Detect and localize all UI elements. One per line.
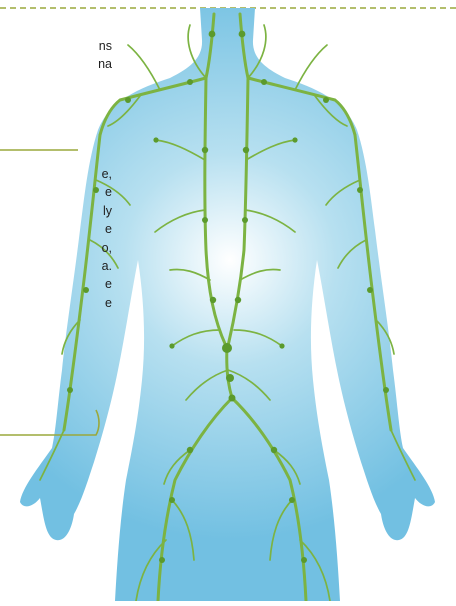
text-line: na (98, 55, 112, 73)
text-line: e (102, 294, 112, 312)
text-line: e, (102, 165, 112, 183)
text-line: a. (102, 257, 112, 275)
text-line: ns (98, 37, 112, 55)
text-fragment-top: ns na (98, 37, 112, 74)
text-line: ly (102, 202, 112, 220)
text-line: o, (102, 239, 112, 257)
text-fragment-middle: e, e ly e o, a. e e (102, 165, 112, 312)
text-line: e (102, 183, 112, 201)
text-line: e (102, 275, 112, 293)
text-line: e (102, 220, 112, 238)
